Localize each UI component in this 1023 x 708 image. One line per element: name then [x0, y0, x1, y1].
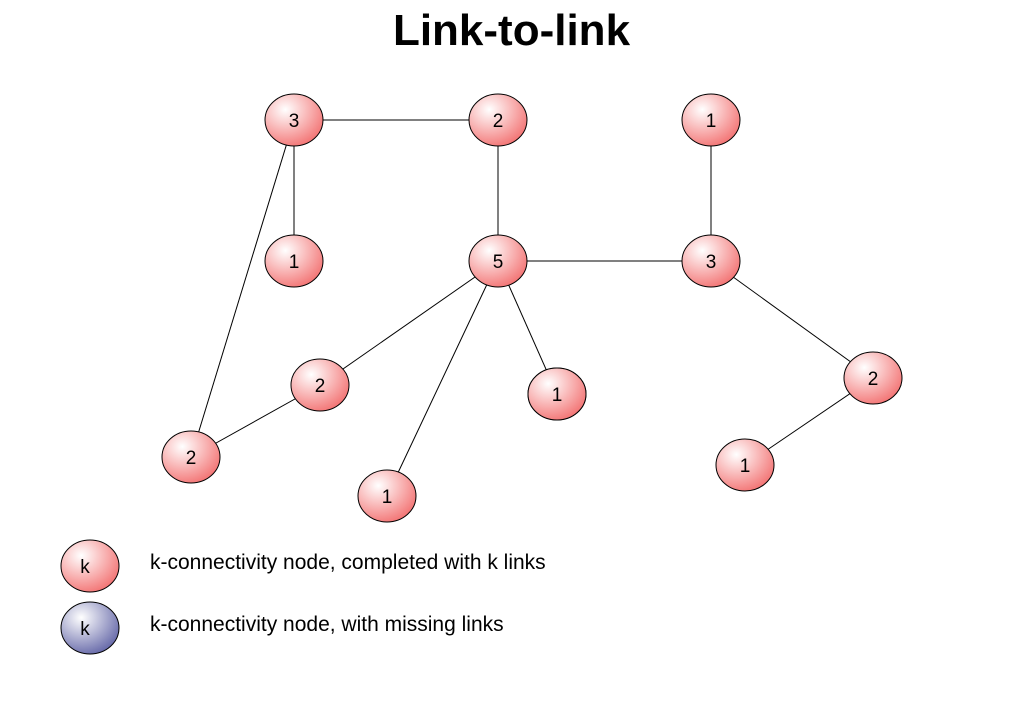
node-degree-label: 1 [552, 385, 563, 406]
node-circle [290, 358, 350, 412]
diagram-title: Link-to-link [392, 6, 631, 55]
node-degree-label: 2 [868, 369, 879, 390]
node-circle [468, 234, 528, 288]
graph-node: 2 [290, 358, 350, 412]
node-degree-label: 3 [289, 111, 300, 132]
legend-text: k-connectivity node, completed with k li… [150, 551, 546, 574]
legend-symbol: k [80, 557, 90, 578]
graph-node: 5 [468, 234, 528, 288]
graph-node: 2 [843, 351, 903, 405]
graph-node: 3 [264, 93, 324, 147]
nodes-layer: 3211532122111 [161, 93, 903, 523]
node-degree-label: 2 [186, 448, 197, 469]
node-circle [468, 93, 528, 147]
node-circle [264, 234, 324, 288]
node-circle [843, 351, 903, 405]
edge-n5-n9 [319, 260, 499, 386]
node-degree-label: 5 [493, 252, 504, 273]
edge-n6-n7 [710, 260, 874, 379]
node-degree-label: 1 [289, 252, 300, 273]
node-circle [681, 93, 741, 147]
graph-node: 1 [681, 93, 741, 147]
edge-n5-n8 [386, 260, 499, 497]
edge-n1-n10 [190, 119, 295, 458]
legend-item-complete: k k-connectivity node, completed with k l… [60, 539, 546, 593]
graph-node: 1 [264, 234, 324, 288]
legend-symbol: k [80, 619, 90, 640]
node-circle [681, 234, 741, 288]
node-circle [161, 430, 221, 484]
graph-node: 1 [357, 469, 417, 523]
legend-swatch-missing [60, 601, 120, 655]
node-degree-label: 2 [493, 111, 504, 132]
graph-node: 1 [527, 367, 587, 421]
legend-swatch-complete [60, 539, 120, 593]
node-circle [357, 469, 417, 523]
node-degree-label: 1 [382, 487, 393, 508]
node-degree-label: 1 [740, 456, 751, 477]
node-circle [264, 93, 324, 147]
legend: k k-connectivity node, completed with k l… [60, 539, 546, 655]
node-degree-label: 2 [315, 376, 326, 397]
graph-node: 2 [468, 93, 528, 147]
node-circle [715, 438, 775, 492]
edges-layer [190, 119, 874, 497]
legend-text: k-connectivity node, with missing links [150, 613, 504, 636]
node-circle [527, 367, 587, 421]
legend-item-missing: k k-connectivity node, with missing links [60, 601, 504, 655]
node-degree-label: 1 [706, 111, 717, 132]
graph-node: 2 [161, 430, 221, 484]
graph-node: 3 [681, 234, 741, 288]
graph-node: 1 [715, 438, 775, 492]
node-degree-label: 3 [706, 252, 717, 273]
